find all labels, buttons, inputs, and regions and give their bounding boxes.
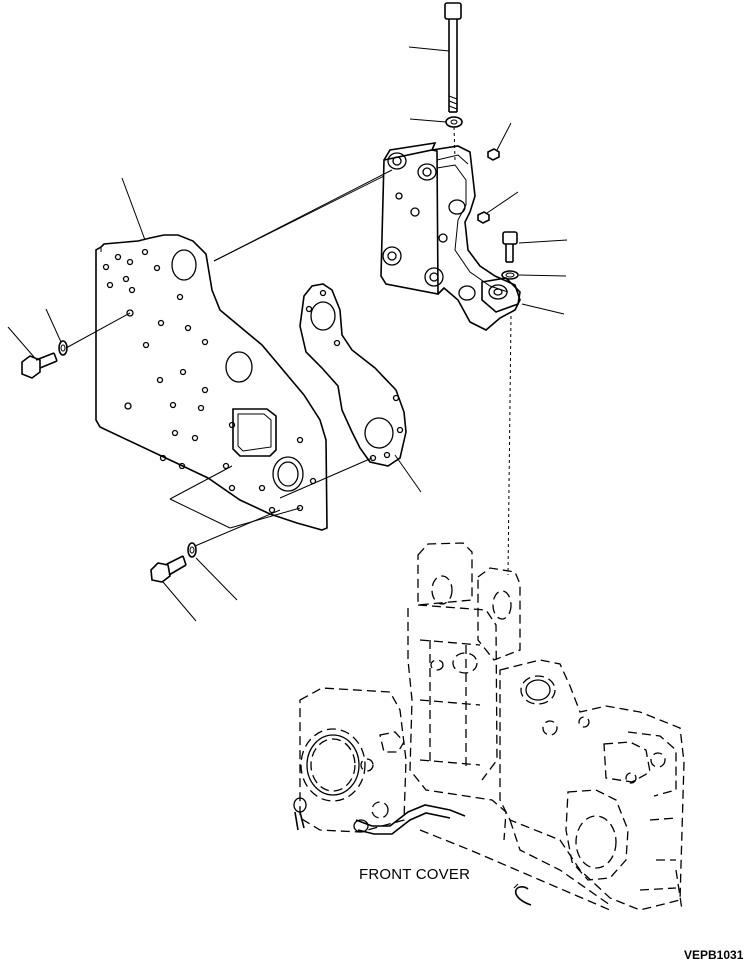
long-bolt	[444, 2, 462, 113]
nut-upper	[487, 148, 500, 161]
bolt-left	[21, 352, 58, 379]
leader-washer-top	[409, 118, 447, 123]
washer-top	[445, 116, 463, 128]
circlip	[514, 886, 532, 906]
leader-gasket	[394, 454, 422, 493]
bolt-bottom	[150, 555, 187, 583]
washer-bottom	[187, 542, 197, 558]
plate	[95, 234, 328, 531]
o-ring	[501, 270, 519, 280]
leader-long-bolt	[408, 46, 450, 52]
gasket	[299, 283, 407, 467]
leader-plate	[121, 177, 146, 241]
nut-lower	[477, 211, 490, 224]
washer-left	[58, 340, 68, 356]
front-cover	[293, 542, 685, 911]
bracket	[380, 141, 521, 331]
caption-front-cover: FRONT COVER	[359, 866, 471, 883]
figure-id: VEPB1031	[684, 948, 744, 962]
bolt-right	[502, 231, 518, 263]
